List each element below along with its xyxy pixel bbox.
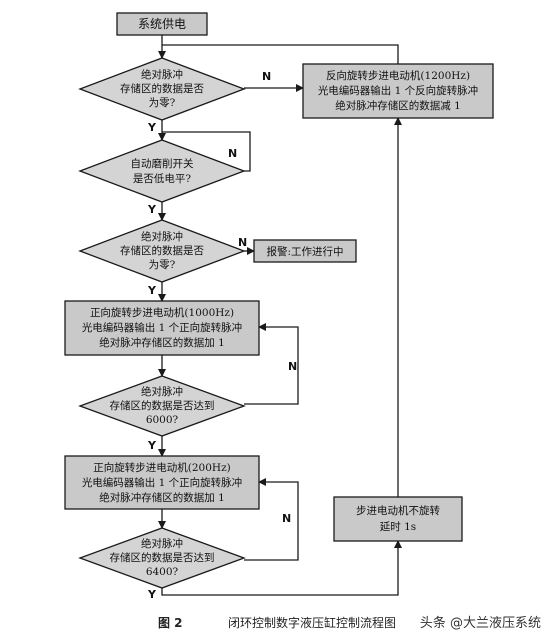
fwd2-line-1: 正向旋转步进电动机(200Hz) [93, 461, 230, 474]
start-label: 系统供电 [138, 17, 186, 31]
fwd1-line-2: 光电编码器输出 1 个正向旋转脉冲 [82, 321, 242, 334]
stop-line-1: 步进电动机不旋转 [356, 504, 440, 517]
label-d4-no: N [288, 360, 297, 373]
connectors [158, 35, 402, 596]
stop-line-2: 延时 1s [380, 521, 416, 533]
d3-line-2: 存储区的数据是否 [120, 244, 204, 257]
label-d3-yes: Y [147, 284, 157, 297]
d5-line-3: 6400? [146, 566, 179, 578]
d3-line-3: 为零? [149, 259, 176, 271]
label-d3-no: N [238, 236, 247, 249]
d2-line-1: 自动磨削开关 [131, 157, 194, 170]
loop-d5-no [244, 478, 299, 561]
fwd1-line-3: 绝对脉冲存储区的数据加 1 [99, 336, 225, 349]
fwd2-line-2: 光电编码器输出 1 个正向旋转脉冲 [82, 476, 242, 489]
forward-1000hz-box [64, 300, 260, 356]
decision-d5 [78, 527, 246, 589]
d3-line-1: 绝对脉冲 [141, 230, 183, 243]
d5-line-2: 存储区的数据是否达到 [110, 551, 215, 564]
d2-line-2: 是否低电平? [133, 172, 191, 185]
alarm-label: 报警:工作进行中 [266, 245, 343, 258]
label-d2-no: N [228, 147, 237, 160]
forward-200hz-box [64, 455, 260, 510]
alarm-box [253, 239, 357, 263]
decision-d4 [78, 375, 246, 437]
d4-line-1: 绝对脉冲 [141, 385, 183, 398]
d4-line-2: 存储区的数据是否达到 [110, 399, 215, 412]
d5-line-1: 绝对脉冲 [141, 537, 183, 550]
loop-d2-no [162, 131, 251, 172]
label-d1-yes: Y [147, 121, 157, 134]
label-d1-no: N [262, 70, 271, 83]
decision-d1 [78, 57, 246, 121]
start-box [116, 12, 208, 36]
figure-number: 图 2 [158, 616, 183, 630]
fwd1-line-1: 正向旋转步进电动机(1000Hz) [90, 306, 234, 319]
reverse-line-3: 绝对脉冲存储区的数据减 1 [335, 99, 461, 112]
label-d5-no: N [282, 512, 291, 525]
loop-d4-no [244, 323, 299, 405]
d4-line-3: 6000? [146, 414, 179, 426]
reverse-line-2: 光电编码器输出 1 个反向旋转脉冲 [318, 84, 478, 97]
d1-line-1: 绝对脉冲 [141, 68, 183, 81]
stop-delay-box [333, 496, 463, 542]
label-d5-yes: Y [147, 588, 157, 601]
label-d2-yes: Y [147, 203, 157, 216]
loop-reverse-to-top [162, 44, 399, 64]
reverse-motor-box [302, 63, 494, 119]
decision-d2 [78, 139, 246, 203]
line-d5-yes-to-stop [161, 550, 399, 596]
d1-line-3: 为零? [149, 97, 176, 109]
d1-line-2: 存储区的数据是否 [120, 82, 204, 95]
flowchart: 系统供电 绝对脉冲 存储区的数据是否 为零? 反向旋转步进电动机(1200Hz)… [64, 12, 494, 601]
watermark: 头条 @大兰液压系统 [419, 616, 541, 631]
figure-title: 闭环控制数字液压缸控制流程图 [228, 616, 397, 630]
decision-d3 [78, 219, 246, 283]
fwd2-line-3: 绝对脉冲存储区的数据加 1 [99, 491, 225, 504]
figure-caption: 图 2 闭环控制数字液压缸控制流程图 头条 @大兰液压系统 [0, 608, 553, 634]
label-d4-yes: Y [147, 439, 157, 452]
reverse-line-1: 反向旋转步进电动机(1200Hz) [326, 69, 470, 82]
